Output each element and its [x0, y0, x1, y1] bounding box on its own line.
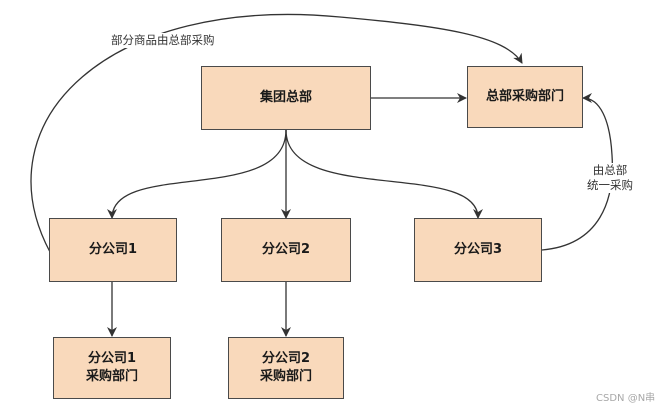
node-branch2-purchasing-line2: 采购部门 — [259, 369, 312, 384]
node-hq-purchasing-label: 总部采购部门 — [485, 89, 564, 104]
node-branch3[interactable]: 分公司3 — [414, 218, 542, 282]
node-hq-label: 集团总部 — [259, 90, 312, 105]
node-branch2-label: 分公司2 — [261, 242, 311, 257]
node-branch1-label: 分公司1 — [88, 242, 138, 257]
edge-hq-to-branch3 — [285, 129, 483, 219]
edge-label-unified-line2: 统一采购 — [587, 178, 633, 192]
node-branch1[interactable]: 分公司1 — [49, 218, 177, 282]
watermark: CSDN @N串 — [596, 393, 656, 404]
node-hq-purchasing[interactable]: 总部采购部门 — [467, 66, 583, 128]
node-branch2-purchasing-line1: 分公司2 — [261, 351, 311, 366]
edge-label-unified-line1: 由总部 — [592, 163, 628, 177]
edge-hq-to-branch1 — [107, 129, 287, 219]
edge-label-partial-goods: 部分商品由总部采购 — [108, 33, 218, 48]
edge-label-unified-purchasing: 由总部 统一采购 — [578, 163, 642, 193]
node-hq[interactable]: 集团总部 — [201, 66, 371, 130]
node-branch3-label: 分公司3 — [453, 242, 503, 257]
edge-branch1-to-hq-purchasing — [30, 13, 523, 253]
node-branch1-purchasing-line2: 采购部门 — [85, 369, 138, 384]
node-branch2[interactable]: 分公司2 — [221, 218, 351, 282]
node-branch1-purchasing[interactable]: 分公司1 采购部门 — [53, 337, 171, 399]
node-branch1-purchasing-line1: 分公司1 — [87, 351, 137, 366]
node-branch2-purchasing[interactable]: 分公司2 采购部门 — [228, 337, 344, 399]
